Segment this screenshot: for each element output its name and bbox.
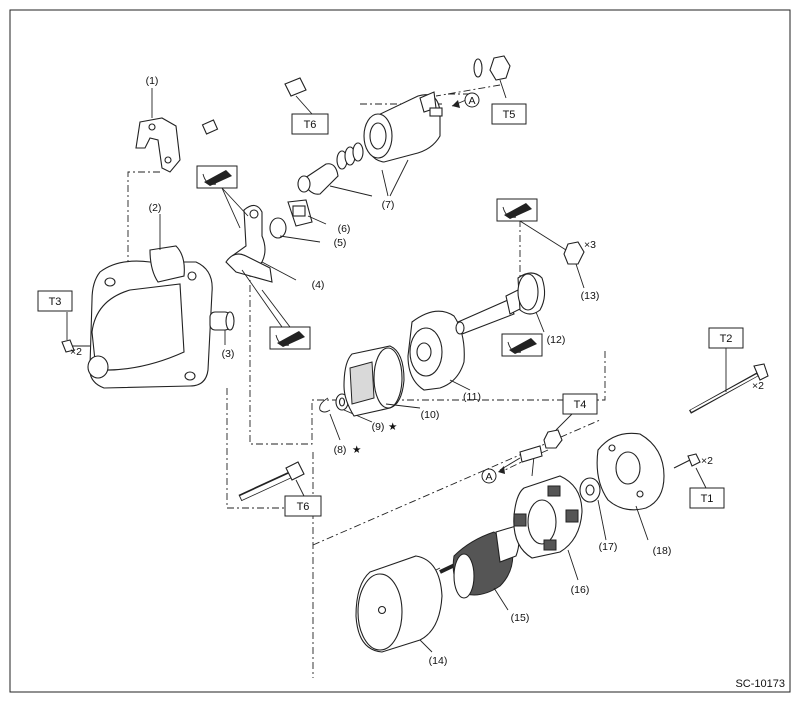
multiplier-t3: ×2 [70, 346, 82, 358]
t3-bolt [61, 312, 90, 353]
part-15-armature [439, 525, 521, 611]
label-part-6: (6) [338, 223, 351, 235]
part-16-brush-holder [513, 449, 583, 581]
part-14-yoke [355, 555, 443, 653]
marker-a-bottom-label: A [485, 471, 492, 483]
part-7-solenoid [297, 91, 443, 197]
label-part-5: (5) [334, 237, 347, 249]
t4-nut [543, 411, 575, 449]
multiplier-t1: ×2 [701, 455, 713, 467]
torque-box-t6-top: T6 [291, 113, 329, 135]
label-part-17: (17) [599, 541, 618, 553]
part-10-pinion [343, 345, 421, 417]
marker-a-top [451, 92, 480, 108]
torque-box-t5: T5 [491, 103, 527, 125]
torque-box-t2: T2 [708, 327, 744, 349]
t5-nut [473, 55, 511, 99]
svg-text:T1: T1 [701, 493, 714, 505]
label-part-15: (15) [511, 612, 530, 624]
star-part-8: ★ [352, 444, 362, 456]
part-8-snap-ring [319, 397, 341, 441]
torque-box-t1: T1 [689, 487, 725, 509]
wire-terminal [481, 445, 543, 484]
part-4-lever [225, 204, 297, 283]
label-part-3: (3) [222, 348, 235, 360]
svg-text:T3: T3 [49, 296, 62, 308]
grease-markers [196, 165, 567, 357]
label-part-11: (11) [463, 391, 481, 403]
part-3-bushing [209, 311, 235, 345]
label-part-8: (8) [334, 444, 347, 456]
multiplier-t2: ×2 [752, 380, 764, 392]
through-bolt-bottom [238, 461, 305, 502]
multiplier-part13: ×3 [584, 239, 596, 251]
marker-a-top-label: A [468, 95, 475, 107]
part-13-nut [563, 241, 585, 289]
t1-screw [673, 453, 707, 489]
star-part-9: ★ [388, 421, 398, 433]
label-part-16: (16) [571, 584, 590, 596]
svg-text:T6: T6 [297, 501, 310, 513]
label-part-10: (10) [421, 409, 440, 421]
part-12-shaft [455, 272, 546, 335]
part-17-bearing [579, 477, 607, 541]
svg-text:T4: T4 [574, 399, 587, 411]
svg-text:T6: T6 [304, 119, 317, 131]
part-2-front-housing [87, 214, 213, 389]
part-5-washer [269, 217, 321, 243]
t2-long-bolt [689, 346, 769, 414]
label-part-14: (14) [429, 655, 448, 667]
torque-box-t4: T4 [562, 393, 598, 415]
label-part-4: (4) [312, 279, 325, 291]
part-18-rear-cover [596, 432, 665, 541]
label-part-7: (7) [382, 199, 395, 211]
figure-code: SC-10173 [735, 678, 785, 690]
label-part-18: (18) [653, 545, 672, 557]
svg-text:T5: T5 [503, 109, 516, 121]
label-part-1: (1) [146, 75, 159, 87]
label-part-2: (2) [149, 202, 162, 214]
part-1-bracket [135, 88, 181, 173]
svg-text:T2: T2 [720, 333, 733, 345]
torque-box-t3: T3 [37, 290, 73, 312]
label-part-12: (12) [547, 334, 566, 346]
part-11-gear [407, 310, 471, 391]
label-part-9: (9) [372, 421, 385, 433]
torque-box-t6-bottom: T6 [284, 495, 322, 517]
label-part-13: (13) [581, 290, 600, 302]
part-6-plug [287, 199, 327, 227]
through-bolt-top [201, 77, 313, 135]
